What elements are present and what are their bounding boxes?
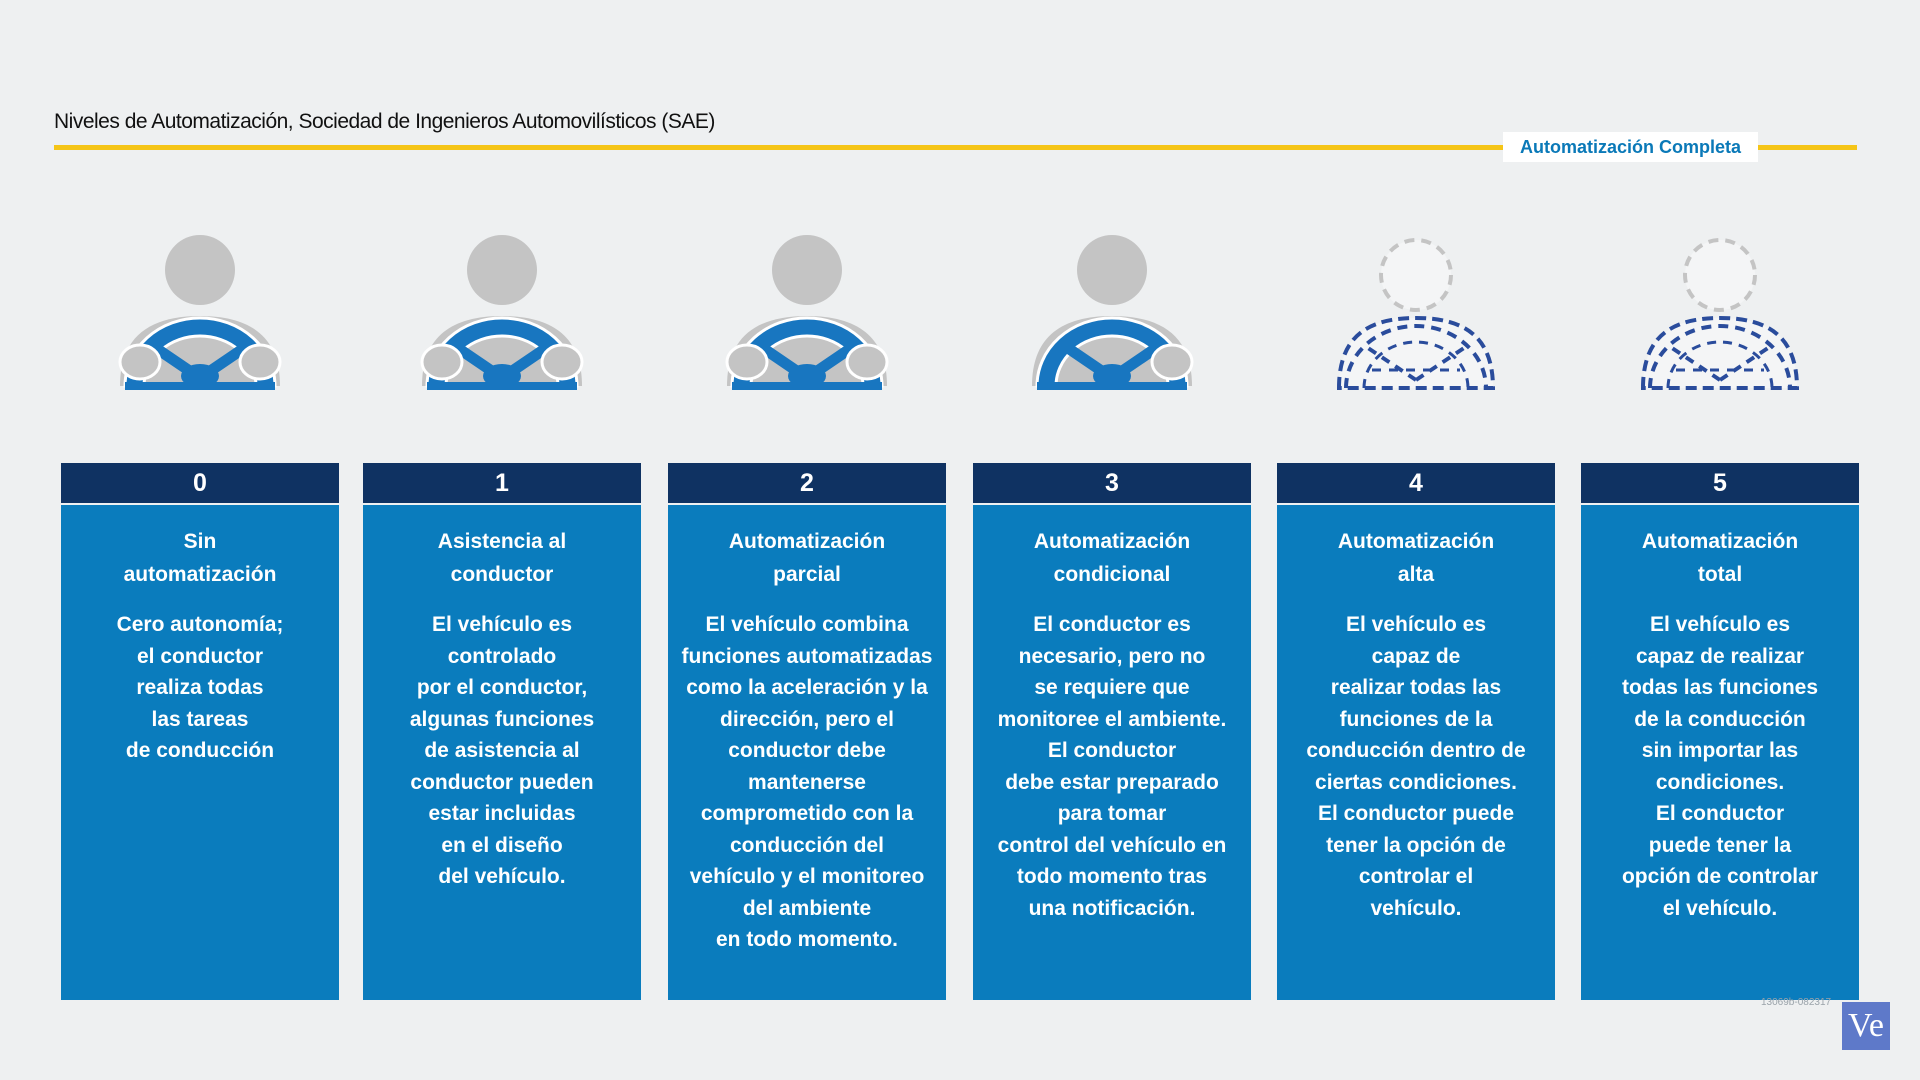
level-description: El vehículo es capaz de realizar todas l… [1621, 613, 1819, 920]
channel-logo: Ve [1842, 1002, 1890, 1050]
level-name: Automatización alta [1337, 530, 1495, 586]
level-number: 2 [668, 463, 946, 503]
level-1: 1 Asistencia al conductor El vehículo es… [363, 228, 641, 1000]
level-number: 0 [61, 463, 339, 503]
level-5: 5 Automatización total El vehículo es ca… [1581, 228, 1859, 1000]
level-card: Sin automatización Cero autonomía; el co… [61, 503, 339, 1000]
level-card: Asistencia al conductor El vehículo es c… [363, 503, 641, 1000]
full-automation-badge: Automatización Completa [1503, 132, 1758, 162]
level-description: El vehículo es controlado por el conduct… [409, 613, 595, 888]
level-name: Automatización parcial [728, 530, 886, 586]
level-name: Automatización condicional [1033, 530, 1191, 586]
driver-hands-on-wheel-icon [410, 228, 594, 408]
level-description: El conductor es necesario, pero no se re… [997, 613, 1227, 920]
level-card: Automatización total El vehículo es capa… [1581, 503, 1859, 1000]
level-card: Automatización condicional El conductor … [973, 503, 1251, 1000]
level-4: 4 Automatización alta El vehículo es cap… [1277, 228, 1555, 1000]
dashed-optional-driver-icon [1324, 228, 1508, 408]
driver-hands-on-wheel-icon [715, 228, 899, 408]
yellow-divider [54, 145, 1857, 150]
level-card: Automatización parcial El vehículo combi… [668, 503, 946, 1000]
diagram-title: Niveles de Automatización, Sociedad de I… [54, 110, 715, 133]
reference-code: 13069b-082317 [1761, 997, 1832, 1008]
level-description: El vehículo combina funciones automatiza… [681, 613, 933, 951]
level-3: 3 Automatización condicional El conducto… [973, 228, 1251, 1000]
level-number: 5 [1581, 463, 1859, 503]
level-0: 0 Sin automatización Cero autonomía; el … [61, 228, 339, 1000]
level-name: Automatización total [1641, 530, 1799, 586]
level-name: Sin automatización [123, 530, 277, 586]
level-description: Cero autonomía; el conductor realiza tod… [116, 613, 284, 762]
level-card: Automatización alta El vehículo es capaz… [1277, 503, 1555, 1000]
level-number: 1 [363, 463, 641, 503]
level-2: 2 Automatización parcial El vehículo com… [668, 228, 946, 1000]
level-description: El vehículo es capaz de realizar todas l… [1306, 613, 1526, 920]
dashed-optional-driver-icon [1628, 228, 1812, 408]
level-number: 4 [1277, 463, 1555, 503]
driver-hands-on-wheel-icon [108, 228, 292, 408]
automation-levels: 0 Sin automatización Cero autonomía; el … [61, 228, 1859, 1000]
driver-one-hand-on-wheel-icon [1020, 228, 1204, 408]
level-number: 3 [973, 463, 1251, 503]
level-name: Asistencia al conductor [437, 530, 567, 586]
